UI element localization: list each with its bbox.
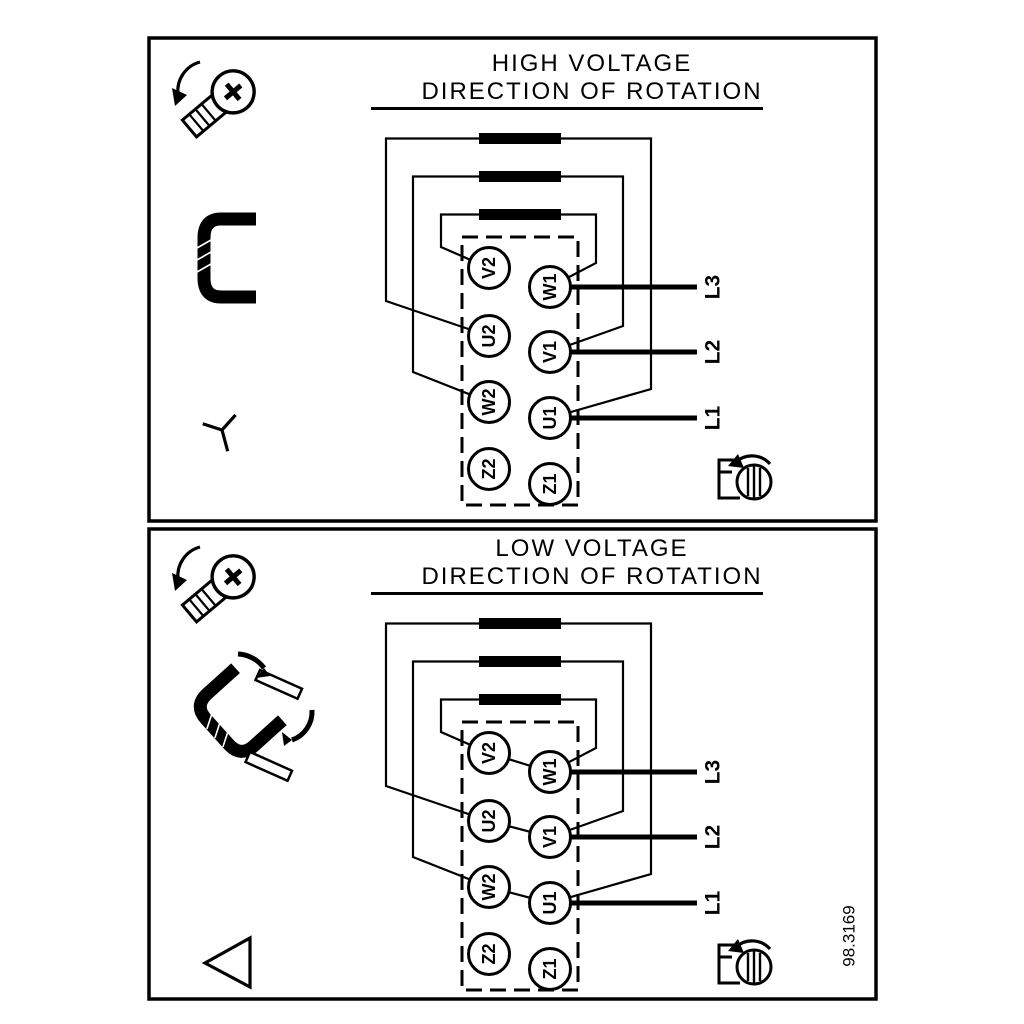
panel-title: HIGH VOLTAGE [492,50,692,77]
supply-line-label-l1: L1 [702,890,725,915]
supply-line-label-l3: L3 [702,760,725,785]
terminal-label-z2: Z2 [479,943,499,964]
terminal-label-u1: U1 [540,406,560,429]
terminal-label-u1: U1 [540,891,560,914]
supply-line-label-l2: L2 [702,825,725,850]
panel-subtitle: DIRECTION OF ROTATION [421,78,762,105]
supply-line-label-l1: L1 [702,405,725,430]
terminal-wiring [386,133,697,505]
terminal-wiring [386,618,697,990]
terminal-label-u2: U2 [479,324,499,347]
terminal-label-w2: W2 [479,389,499,416]
terminal-label-z2: Z2 [479,458,499,479]
terminal-label-w1: W1 [540,274,560,301]
terminal-label-v1: V1 [540,341,560,363]
jumper-bracket-icon [196,212,256,304]
figure-number: 98.3169 [840,905,859,966]
rotation-direction-icon [717,452,773,501]
rotation-direction-icon [717,937,773,986]
screw-icon [172,547,263,630]
screw-icon [172,62,263,145]
low-voltage-panel: LOW VOLTAGE DIRECTION OF ROTATION [172,535,773,990]
high-voltage-panel-border [147,36,878,523]
panel-subtitle: DIRECTION OF ROTATION [421,563,762,590]
terminal-label-w2: W2 [479,874,499,901]
panel-title: LOW VOLTAGE [495,535,688,562]
terminal-label-z1: Z1 [540,958,560,979]
low-voltage-panel-border [147,527,878,1001]
terminal-label-u2: U2 [479,809,499,832]
supply-line-label-l3: L3 [702,275,725,300]
terminal-label-v2: V2 [479,742,499,764]
delta-connection-icon [201,935,252,990]
delta-jumper-icon [193,651,315,783]
supply-line-label-l2: L2 [702,340,725,365]
terminal-label-v1: V1 [540,826,560,848]
star-connection-icon [202,413,237,452]
terminal-label-z1: Z1 [540,473,560,494]
high-voltage-panel: HIGH VOLTAGE DIRECTION OF ROTATION V2 U2… [172,50,773,505]
terminal-label-w1: W1 [540,759,560,786]
terminal-label-v2: V2 [479,257,499,279]
